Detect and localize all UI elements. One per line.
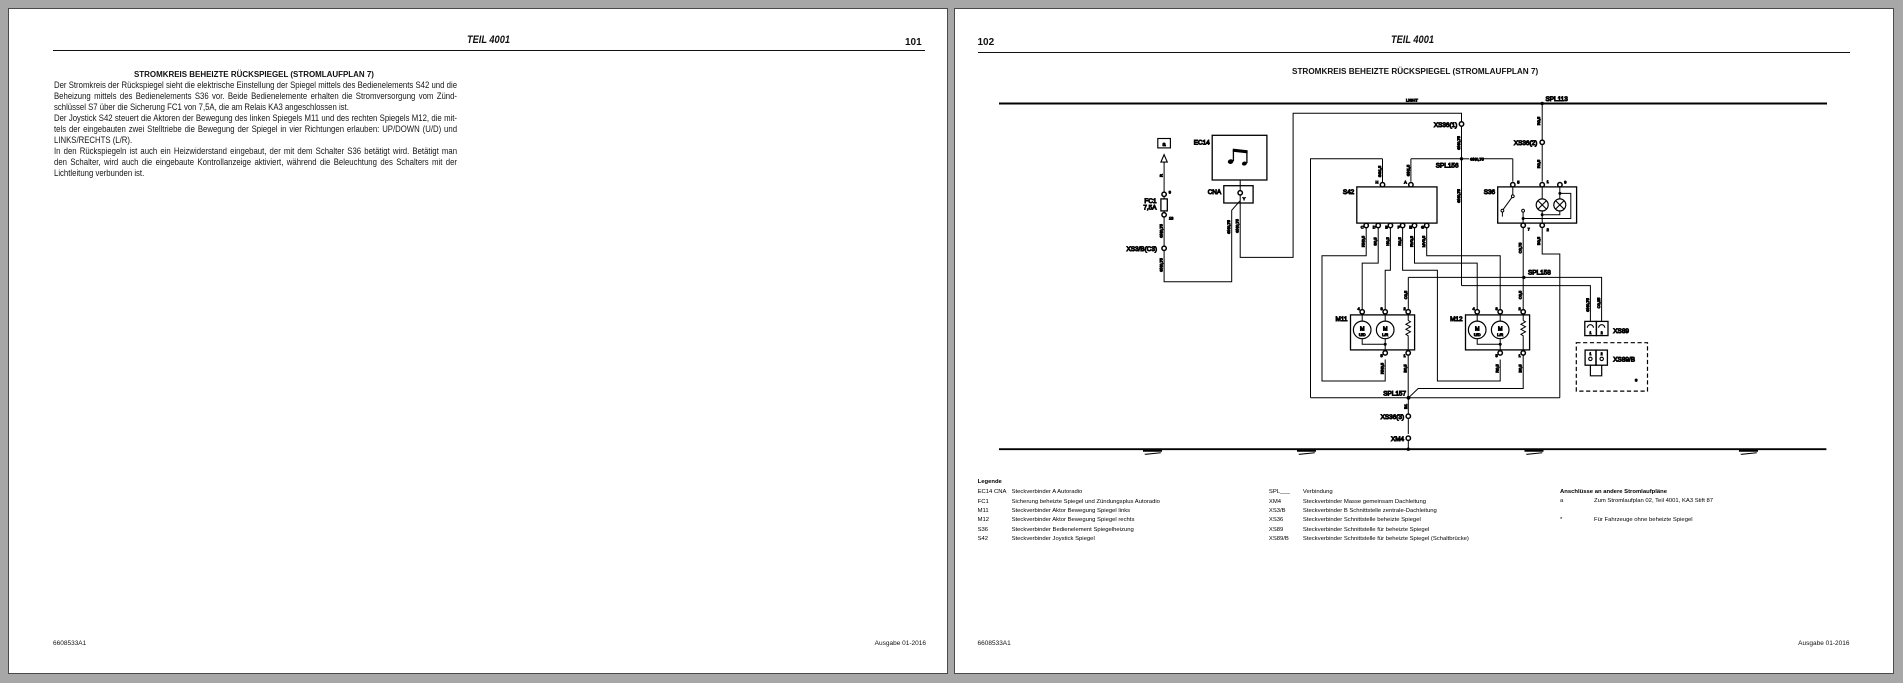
svg-text:GN0,75: GN0,75	[1159, 223, 1164, 238]
svg-text:2: 2	[1519, 306, 1521, 311]
svg-text:1: 1	[1519, 353, 1521, 358]
svg-text:R: R	[1159, 174, 1164, 177]
svg-text:7,5A: 7,5A	[1143, 205, 1157, 212]
svg-text:2: 2	[1601, 352, 1603, 356]
svg-text:S0,5: S0,5	[1373, 237, 1378, 246]
svg-text:F: F	[1398, 224, 1401, 229]
svg-text:CNA: CNA	[1208, 189, 1222, 196]
svg-text:S36: S36	[1484, 189, 1496, 196]
svg-text:B0,5: B0,5	[1518, 364, 1523, 373]
svg-text:GN0,75: GN0,75	[1456, 188, 1461, 203]
svg-text:M: M	[1383, 326, 1388, 332]
svg-text:2: 2	[1601, 331, 1603, 335]
svg-text:L/R: L/R	[1497, 332, 1503, 337]
svg-text:A: A	[1404, 179, 1407, 184]
svg-text:S42: S42	[1343, 189, 1355, 196]
svg-text:M: M	[1360, 326, 1365, 332]
svg-text:4: 4	[1358, 306, 1361, 311]
svg-text:GN0,75: GN0,75	[1456, 135, 1461, 150]
svg-text:13: 13	[1169, 215, 1173, 220]
svg-text:U/D: U/D	[1474, 332, 1481, 337]
svg-text:3: 3	[1496, 306, 1498, 311]
svg-text:R0,5: R0,5	[1397, 237, 1402, 246]
svg-text:1: 1	[1547, 179, 1549, 184]
svg-text:C0,5: C0,5	[1403, 290, 1408, 299]
svg-text:XS36(2): XS36(2)	[1514, 140, 1537, 147]
svg-text:GN0,75: GN0,75	[1159, 257, 1164, 272]
svg-text:*: *	[1635, 380, 1638, 386]
svg-text:L/R: L/R	[1382, 332, 1388, 337]
svg-text:9: 9	[1564, 179, 1566, 184]
svg-text:SPL157: SPL157	[1383, 390, 1406, 397]
svg-text:RN0,5: RN0,5	[1380, 362, 1385, 374]
svg-text:XS36(1): XS36(1)	[1434, 122, 1457, 129]
svg-text:GN0,75: GN0,75	[1470, 157, 1485, 162]
svg-text:4: 4	[1473, 306, 1476, 311]
svg-text:Y: Y	[1243, 196, 1246, 201]
svg-text:U/D: U/D	[1359, 332, 1366, 337]
svg-text:2: 2	[1404, 306, 1406, 311]
svg-text:XS36(3): XS36(3)	[1381, 414, 1404, 421]
svg-text:D: D	[1373, 224, 1376, 229]
svg-text:C0,75: C0,75	[1518, 242, 1523, 253]
svg-text:SG1,5: SG1,5	[1377, 165, 1382, 177]
svg-text:LIGHT: LIGHT	[1406, 98, 1418, 103]
svg-text:RV0,5: RV0,5	[1409, 235, 1414, 247]
svg-text:FC1: FC1	[1144, 198, 1157, 205]
svg-text:1: 1	[1590, 352, 1592, 356]
svg-text:M12: M12	[1450, 316, 1463, 323]
svg-text:H: H	[1375, 179, 1378, 184]
svg-text:M: M	[1498, 326, 1503, 332]
svg-text:GN1,5: GN1,5	[1405, 164, 1410, 176]
svg-text:3: 3	[1381, 306, 1383, 311]
svg-text:GN0,75: GN0,75	[1235, 218, 1240, 233]
svg-text:1: 1	[1589, 331, 1591, 335]
svg-text:SPL156: SPL156	[1436, 162, 1459, 169]
svg-text:M: M	[1475, 326, 1480, 332]
svg-text:C0,5: C0,5	[1518, 290, 1523, 299]
svg-text:RN0,5: RN0,5	[1361, 235, 1366, 247]
svg-text:H0,5: H0,5	[1385, 237, 1390, 246]
svg-text:XS89/B: XS89/B	[1613, 356, 1635, 363]
svg-text:XM4: XM4	[1391, 436, 1405, 443]
svg-text:B: B	[1385, 224, 1388, 229]
svg-text:R0,5: R0,5	[1536, 159, 1541, 168]
svg-text:a: a	[1163, 142, 1167, 148]
svg-text:R0,5: R0,5	[1536, 116, 1541, 125]
svg-text:XS3/B(C3): XS3/B(C3)	[1126, 246, 1157, 253]
svg-text:SPL113: SPL113	[1546, 96, 1569, 103]
svg-text:5: 5	[1517, 179, 1519, 184]
svg-text:2: 2	[1547, 227, 1549, 232]
svg-text:B1: B1	[1403, 403, 1408, 409]
svg-text:M11: M11	[1336, 316, 1348, 323]
svg-text:5: 5	[1381, 353, 1383, 358]
svg-text:XS89: XS89	[1613, 328, 1629, 335]
svg-text:G: G	[1421, 224, 1424, 229]
svg-text:R0,5: R0,5	[1495, 364, 1500, 373]
svg-text:GN0,75: GN0,75	[1585, 297, 1590, 312]
svg-text:9: 9	[1169, 189, 1171, 194]
svg-text:C: C	[1361, 224, 1364, 229]
svg-text:SPL158: SPL158	[1528, 269, 1551, 276]
svg-text:GN0,75: GN0,75	[1226, 219, 1231, 234]
svg-text:5: 5	[1496, 353, 1498, 358]
svg-text:C0,25: C0,25	[1596, 297, 1601, 308]
svg-text:1: 1	[1404, 353, 1406, 358]
svg-text:EC14: EC14	[1194, 140, 1210, 147]
svg-text:E: E	[1409, 224, 1412, 229]
svg-text:7: 7	[1528, 226, 1530, 231]
svg-text:B0,5: B0,5	[1536, 236, 1541, 245]
svg-text:B0,5: B0,5	[1403, 364, 1408, 373]
svg-text:MV0,5: MV0,5	[1421, 235, 1426, 247]
